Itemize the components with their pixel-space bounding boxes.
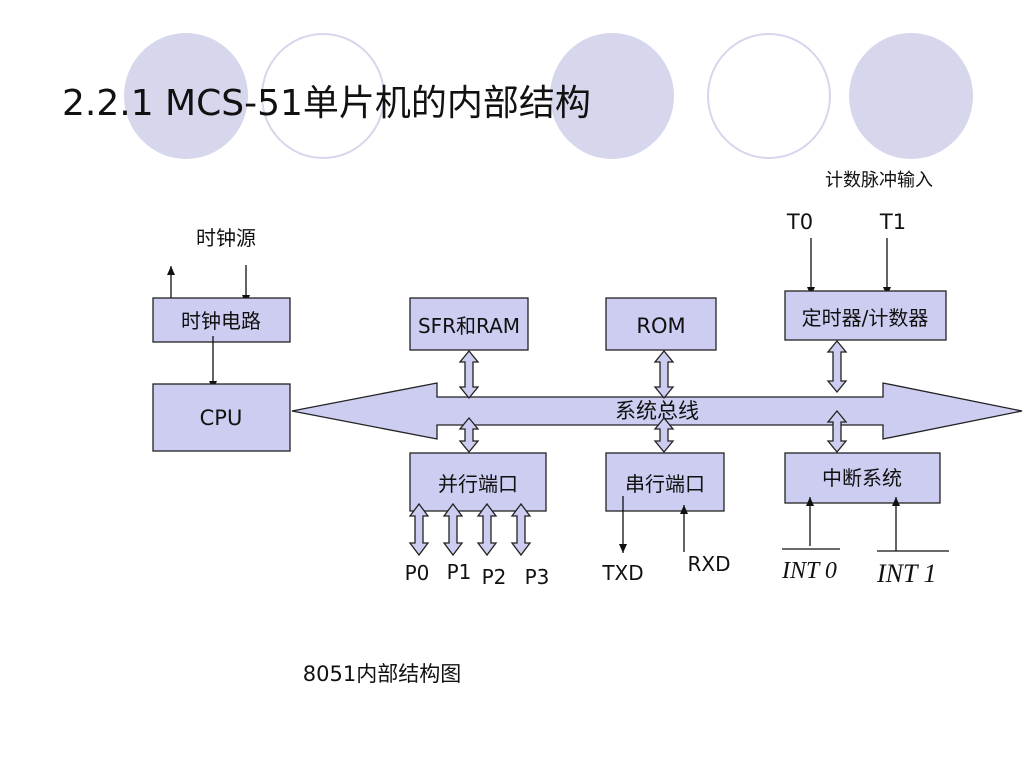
p2-connector	[476, 502, 498, 557]
p3-label: P3	[525, 565, 550, 589]
bus-serial-connector	[653, 416, 675, 454]
cpu-label: CPU	[200, 406, 243, 430]
decor-circle-2	[550, 33, 674, 159]
rom-bus-connector	[653, 349, 675, 400]
rxd-label: RXD	[688, 552, 731, 576]
sfr-ram-box	[409, 297, 529, 351]
int1-label: INT 1	[876, 559, 937, 588]
t0-label: T0	[786, 210, 813, 234]
count-pulse-label: 计数脉冲输入	[825, 170, 933, 191]
p3-connector	[510, 502, 532, 557]
timer-counter-box	[784, 290, 947, 341]
serial-port-label: 串行端口	[625, 472, 705, 496]
system-bus-label: 系统总线	[615, 399, 699, 423]
slide-title: 2.2.1 MCS-51单片机的内部结构	[62, 83, 591, 124]
sfr-bus-connector	[458, 349, 480, 400]
rom-label: ROM	[636, 314, 685, 338]
rom-box	[605, 297, 717, 351]
p0-label: P0	[405, 561, 430, 585]
timer-counter-label: 定时器/计数器	[802, 306, 929, 330]
cpu-box	[152, 383, 291, 452]
p1-label: P1	[447, 560, 472, 584]
decor-ring-2	[707, 33, 831, 159]
parallel-port-label: 并行端口	[438, 472, 518, 496]
bus-interrupt-connector	[826, 409, 848, 454]
timer-bus-connector	[826, 339, 848, 394]
decor-circle-3	[849, 33, 973, 159]
p1-connector	[442, 502, 464, 557]
p2-label: P2	[482, 565, 507, 589]
clock-circuit-label: 时钟电路	[181, 309, 261, 333]
interrupt-system-box	[784, 452, 941, 504]
serial-port-box	[605, 452, 725, 512]
clock-circuit-box	[152, 297, 291, 343]
parallel-port-box	[409, 452, 547, 512]
p0-connector	[408, 502, 430, 557]
bus-parallel-connector	[458, 416, 480, 454]
clock-source-label: 时钟源	[196, 226, 256, 250]
interrupt-system-label: 中断系统	[822, 466, 902, 490]
diagram-caption: 8051内部结构图	[303, 662, 461, 686]
sfr-ram-label: SFR和RAM	[418, 314, 520, 338]
decor-circle-1	[124, 33, 248, 159]
t1-label: T1	[879, 210, 906, 234]
decor-ring-1	[261, 33, 385, 159]
txd-label: TXD	[601, 561, 643, 585]
int0-label: INT 0	[781, 558, 837, 584]
